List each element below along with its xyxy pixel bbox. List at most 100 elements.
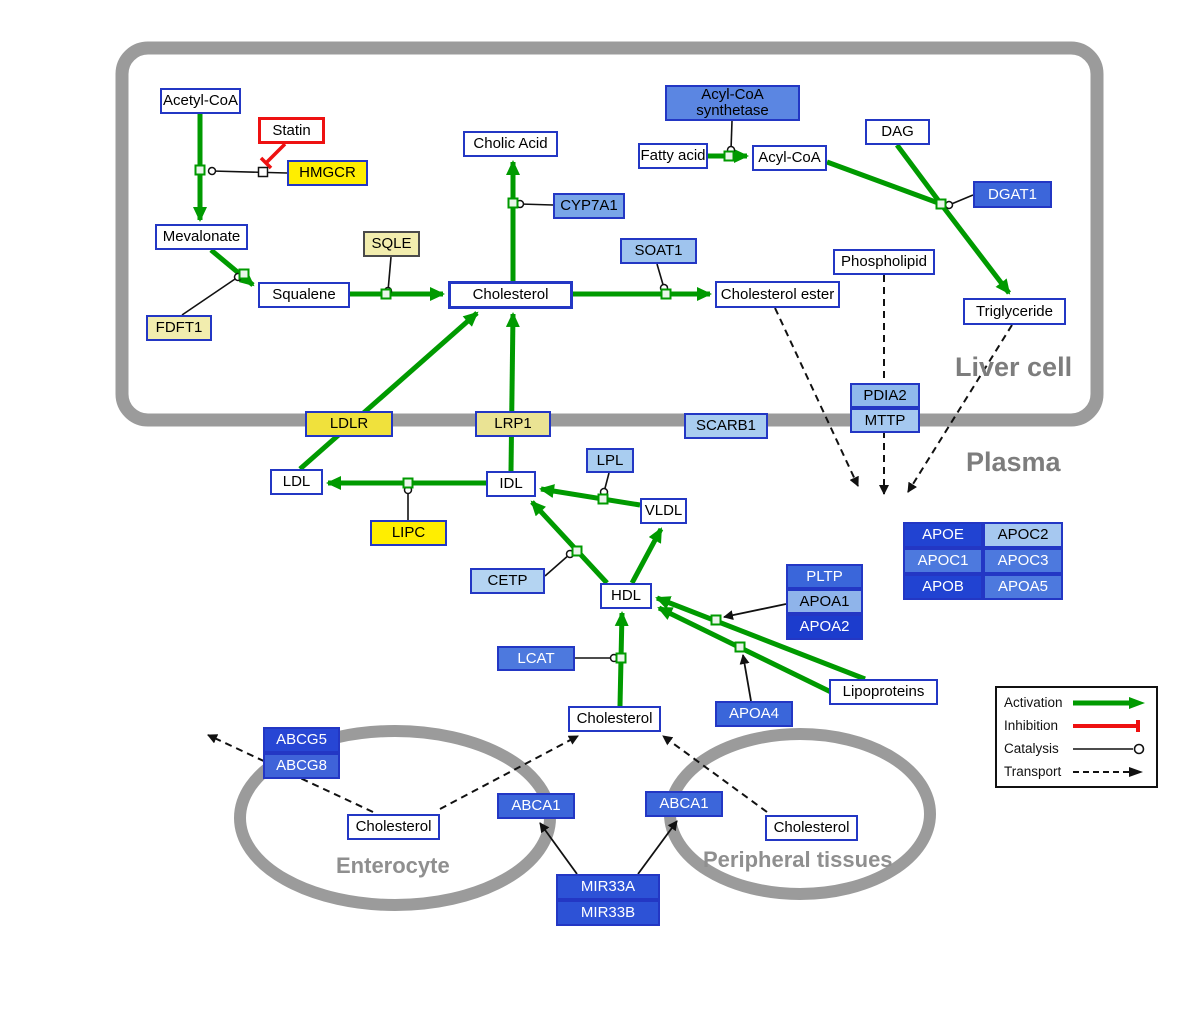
legend-row-inhibition: Inhibition [997, 718, 1156, 734]
node-cholesterol-enterocyte[interactable]: Cholesterol [347, 814, 440, 840]
node-triglyceride[interactable]: Triglyceride [963, 298, 1066, 325]
reaction-node-dgat1 [935, 198, 947, 210]
reaction-node-cetp [571, 545, 583, 557]
plasma-label: Plasma [966, 447, 1061, 477]
node-lpl[interactable]: LPL [586, 448, 634, 473]
edge-catalysis-hmgcr [207, 166, 288, 176]
legend-transport-label: Transport [1004, 764, 1062, 779]
node-cholesterol-plasma[interactable]: Cholesterol [568, 706, 661, 732]
edge-catalysis-cetp [544, 549, 575, 577]
node-scarb1[interactable]: SCARB1 [684, 413, 768, 439]
reaction-node-cyp7a1 [507, 197, 519, 209]
reaction-node-sqle [380, 288, 392, 300]
edge-cholesterol-hdl [614, 611, 629, 707]
node-lipoproteins[interactable]: Lipoproteins [829, 679, 938, 705]
node-lrp1[interactable]: LRP1 [475, 411, 551, 437]
legend-inhibition-label: Inhibition [1004, 718, 1059, 733]
node-cholesterol-peripheral[interactable]: Cholesterol [765, 815, 858, 841]
node-lipc[interactable]: LIPC [370, 520, 447, 546]
edge-mir33-abca1-enterocyte [539, 822, 578, 875]
reaction-node-hmgcr [194, 164, 206, 176]
reaction-node-lipc [402, 477, 414, 489]
edge-inhibition-statin-tee [259, 156, 273, 170]
node-apob[interactable]: APOB [903, 574, 983, 600]
node-sqle[interactable]: SQLE [363, 231, 420, 257]
edge-transport-cholesterolester-plasma [774, 307, 859, 487]
node-pltp[interactable]: PLTP [786, 564, 863, 589]
activation-arrow-icon [1073, 696, 1145, 709]
edge-idl-lrp1-cholesterol [505, 312, 520, 472]
node-acetyl-coa[interactable]: Acetyl-CoA [160, 88, 241, 114]
edge-dag-junction [894, 143, 944, 206]
node-apoc2[interactable]: APOC2 [983, 522, 1063, 548]
inhibition-tee-icon [1073, 719, 1140, 732]
node-hdl[interactable]: HDL [600, 583, 652, 609]
legend-row-catalysis: Catalysis [997, 741, 1156, 757]
inhibition-target-square [257, 166, 269, 178]
node-apoc1[interactable]: APOC1 [903, 548, 983, 574]
node-fdft1[interactable]: FDFT1 [146, 315, 212, 341]
reaction-node-pltp [710, 614, 722, 626]
reaction-node-fdft1 [238, 268, 250, 280]
node-pdia2[interactable]: PDIA2 [850, 383, 920, 408]
node-mevalonate[interactable]: Mevalonate [155, 224, 248, 250]
edge-apoa4-hdl [739, 654, 752, 702]
edge-catalysis-lpl [599, 472, 610, 497]
node-apoa5[interactable]: APOA5 [983, 574, 1063, 600]
legend-row-activation: Activation [997, 695, 1156, 711]
node-dgat1[interactable]: DGAT1 [973, 181, 1052, 208]
node-abcg8[interactable]: ABCG8 [263, 753, 340, 779]
edge-mir33-abca1-peripheral [637, 820, 678, 875]
node-acyl-coa-synthetase[interactable]: Acyl-CoA synthetase [665, 85, 800, 121]
edge-mevalonate-squalene [209, 248, 255, 287]
legend-catalysis-label: Catalysis [1004, 741, 1059, 756]
node-apoe[interactable]: APOE [903, 522, 983, 548]
node-mir33a[interactable]: MIR33A [556, 874, 660, 900]
node-vldl[interactable]: VLDL [640, 498, 687, 524]
node-phospholipid[interactable]: Phospholipid [833, 249, 935, 275]
edge-catalysis-soat1 [656, 263, 669, 293]
reaction-node-lcat [615, 652, 627, 664]
node-cholic-acid[interactable]: Cholic Acid [463, 131, 558, 157]
node-lcat[interactable]: LCAT [497, 646, 575, 671]
node-abca1-peripheral[interactable]: ABCA1 [645, 791, 723, 817]
node-acyl-coa[interactable]: Acyl-CoA [752, 145, 827, 171]
node-mir33b[interactable]: MIR33B [556, 900, 660, 926]
node-squalene[interactable]: Squalene [258, 282, 350, 308]
node-cetp[interactable]: CETP [470, 568, 545, 594]
node-fatty-acid[interactable]: Fatty acid [638, 143, 708, 169]
node-statin[interactable]: Statin [258, 117, 325, 144]
edge-catalysis-fdft1 [181, 272, 243, 316]
regulation-edges [539, 603, 787, 875]
edge-catalysis-cyp7a1 [515, 199, 554, 209]
node-mttp[interactable]: MTTP [850, 408, 920, 433]
legend: Activation Inhibition Catalysis Transpor… [995, 686, 1158, 788]
liver-cell-label: Liver cell [955, 352, 1073, 382]
node-idl[interactable]: IDL [486, 471, 536, 497]
edge-catalysis-acylcoa-synthetase [726, 120, 736, 155]
node-cholesterol-ester[interactable]: Cholesterol ester [715, 281, 840, 308]
edge-vldl-idl [539, 484, 641, 508]
edge-ldl-ldlr-cholesterol [298, 311, 479, 471]
edge-inhibition-statin-line [264, 142, 287, 165]
reaction-node-lpl [597, 493, 609, 505]
node-apoa4[interactable]: APOA4 [715, 701, 793, 727]
node-dag[interactable]: DAG [865, 119, 930, 145]
node-apoa1[interactable]: APOA1 [786, 589, 863, 614]
node-cholesterol-liver[interactable]: Cholesterol [448, 281, 573, 309]
node-hmgcr[interactable]: HMGCR [287, 160, 368, 186]
reaction-node-acs [723, 150, 735, 162]
liver-cell-membrane [115, 41, 1104, 427]
node-ldl[interactable]: LDL [270, 469, 323, 495]
node-apoc3[interactable]: APOC3 [983, 548, 1063, 574]
legend-row-transport: Transport [997, 764, 1156, 780]
node-apoa2[interactable]: APOA2 [786, 614, 863, 640]
node-ldlr[interactable]: LDLR [305, 411, 393, 437]
node-cyp7a1[interactable]: CYP7A1 [553, 193, 625, 219]
node-soat1[interactable]: SOAT1 [620, 238, 697, 264]
node-abcg5[interactable]: ABCG5 [263, 727, 340, 753]
node-abca1-enterocyte[interactable]: ABCA1 [497, 793, 575, 819]
reaction-node-apoa4 [734, 641, 746, 653]
